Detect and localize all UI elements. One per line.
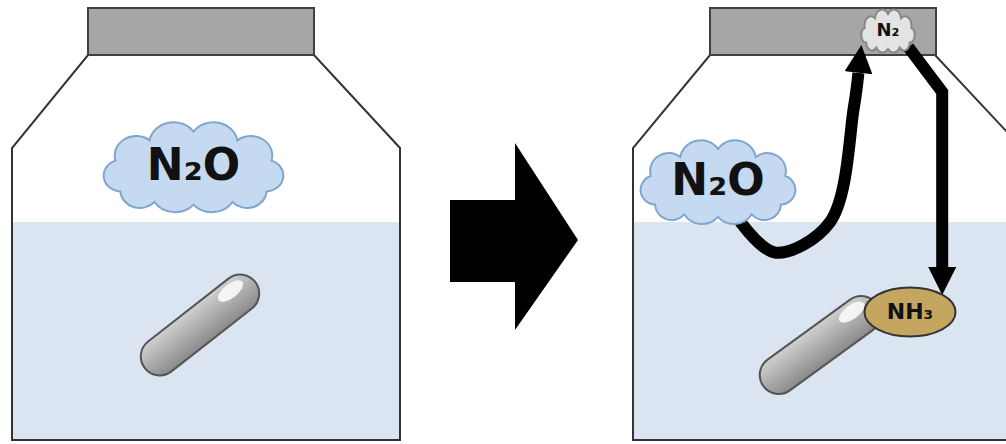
process-arrow	[450, 143, 578, 330]
jar-right	[633, 8, 1006, 440]
jar-outline	[633, 55, 1006, 440]
chemical-label: NH₃	[887, 300, 933, 324]
liquid	[13, 222, 399, 439]
gas-cloud: N₂	[859, 9, 917, 51]
gas-cloud: N₂O	[634, 139, 802, 221]
jar-body	[12, 55, 400, 440]
product-ellipse: NH₃	[864, 287, 956, 337]
jar-left	[12, 8, 400, 440]
gas-cloud: N₂O	[96, 121, 291, 209]
liquid	[634, 222, 1006, 439]
jar-outline	[12, 55, 400, 440]
reaction-arrow	[908, 47, 942, 267]
bacterium	[133, 267, 267, 383]
jar-body	[633, 55, 1006, 440]
chemical-label: N₂O	[147, 141, 241, 189]
chemical-label: N₂O	[671, 156, 765, 204]
jar-cap	[88, 8, 314, 55]
chemical-label: N₂	[877, 20, 900, 40]
jar-cap	[710, 8, 936, 55]
